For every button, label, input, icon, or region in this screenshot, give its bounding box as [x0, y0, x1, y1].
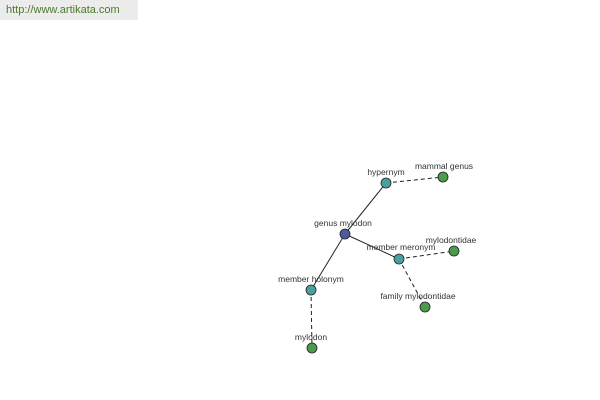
node-mylodon[interactable] [306, 342, 318, 354]
edge-holonym-mylodon [310, 289, 313, 349]
edge-meronym-mylodontidae [398, 250, 455, 260]
label-mylodon: mylodon [295, 332, 327, 342]
label-center: genus mylodon [314, 218, 372, 228]
node-mammal-genus[interactable] [437, 171, 449, 183]
edge-center-hypernym [344, 182, 387, 235]
edge-hypernym-mammal-genus [385, 176, 444, 184]
label-member-holonym: member holonym [278, 274, 344, 284]
edge-meronym-family-mylodontidae [398, 258, 426, 308]
label-member-meronym: member meronym [367, 242, 436, 252]
label-mylodontidae: mylodontidae [426, 235, 477, 245]
node-member-holonym[interactable] [305, 284, 317, 296]
label-hypernym: hypernym [367, 167, 404, 177]
node-member-meronym[interactable] [393, 253, 405, 265]
label-mammal-genus: mammal genus [415, 161, 473, 171]
node-hypernym[interactable] [380, 177, 392, 189]
edge-center-member-holonym [310, 233, 346, 291]
source-url[interactable]: http://www.artikata.com [0, 0, 138, 20]
node-family-mylodontidae[interactable] [419, 301, 431, 313]
edge-center-member-meronym [344, 233, 400, 260]
node-center[interactable] [339, 228, 351, 240]
node-mylodontidae[interactable] [448, 245, 460, 257]
label-family-mylodontidae: family mylodontidae [380, 291, 455, 301]
